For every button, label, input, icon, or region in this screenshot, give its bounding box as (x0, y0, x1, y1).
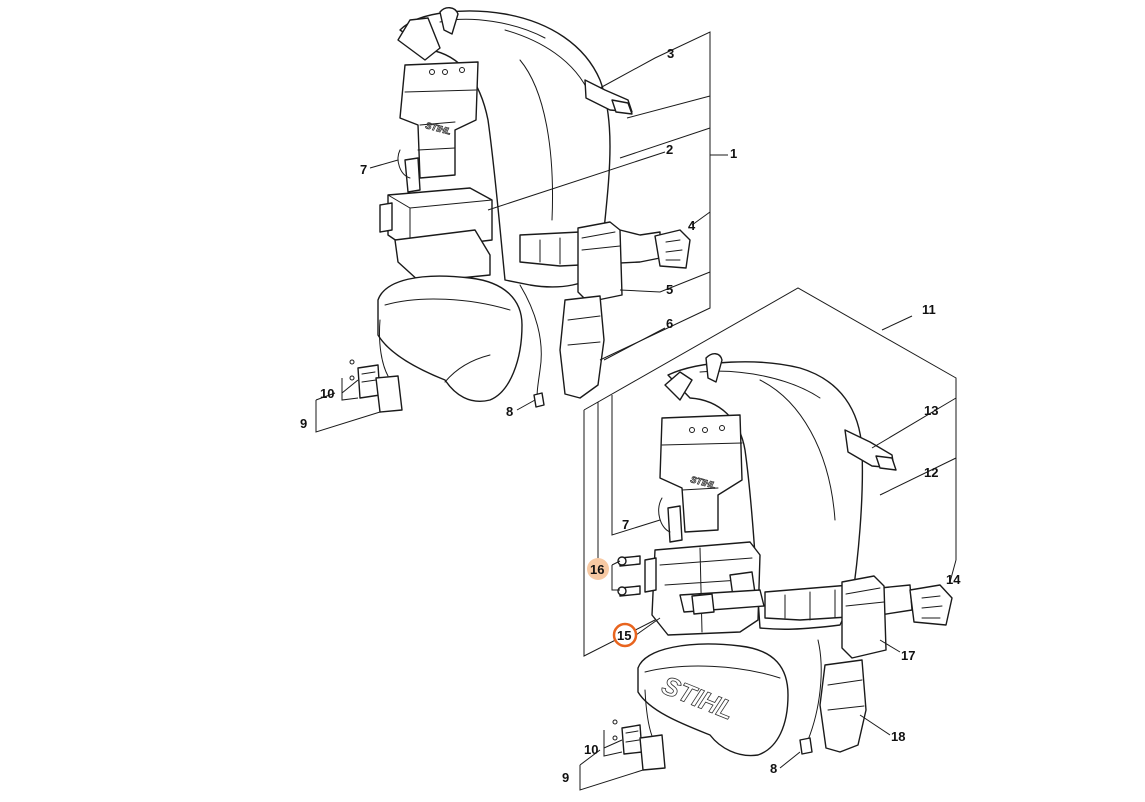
callout-8[interactable]: 8 (506, 404, 513, 419)
callout-3[interactable]: 3 (667, 46, 674, 61)
callout-7[interactable]: 7 (360, 162, 367, 177)
callout-17[interactable]: 17 (901, 648, 915, 663)
callout-9[interactable]: 9 (300, 416, 307, 431)
callout-15[interactable]: 15 (617, 628, 631, 643)
callout-11[interactable]: 11 (922, 302, 936, 317)
callout-16-highlight[interactable] (587, 558, 609, 580)
callout-10[interactable]: 10 (320, 386, 334, 401)
callout-4[interactable]: 4 (688, 218, 696, 233)
callout-7-lower[interactable]: 7 (622, 517, 629, 532)
callout-2[interactable]: 2 (666, 142, 673, 157)
callout-10-lower[interactable]: 10 (584, 742, 598, 757)
callout-15-highlight[interactable] (612, 622, 638, 648)
callout-8-lower[interactable]: 8 (770, 761, 777, 776)
callout-18[interactable]: 18 (891, 729, 905, 744)
upper-backpack-assembly: STIHL (300, 7, 737, 433)
callout-9-lower[interactable]: 9 (562, 770, 569, 785)
callout-14[interactable]: 14 (946, 572, 961, 587)
callout-6[interactable]: 6 (666, 316, 673, 331)
callout-12[interactable]: 12 (924, 465, 938, 480)
callout-1[interactable]: 1 (730, 146, 737, 161)
callout-5[interactable]: 5 (666, 282, 673, 297)
lower-backpack-assembly: STIHL STIHL (562, 287, 961, 791)
callout-16[interactable]: 16 (590, 562, 604, 577)
callout-13[interactable]: 13 (924, 403, 938, 418)
